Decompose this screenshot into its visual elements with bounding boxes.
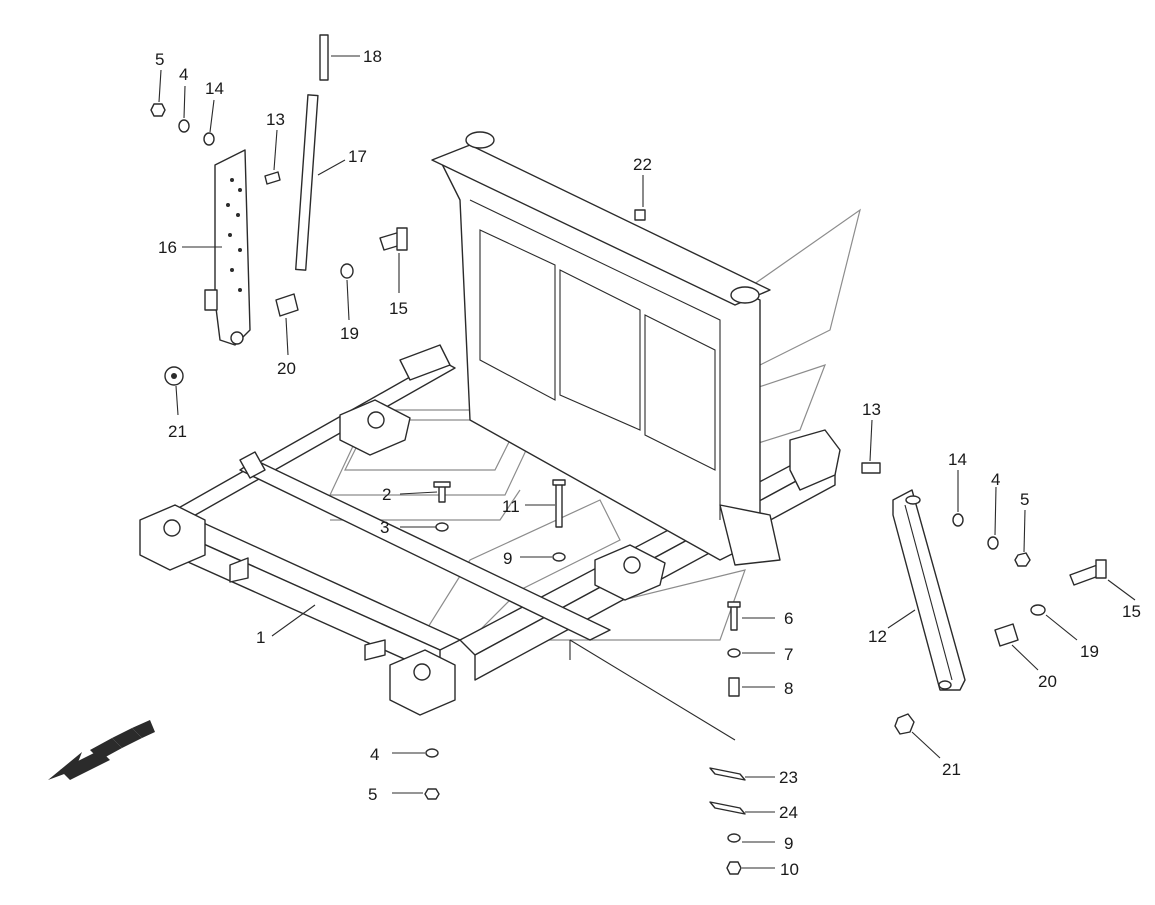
callout-4-left-top: 4: [179, 65, 188, 84]
pivot-pin-upright: [295, 34, 329, 271]
callout-19-right: 19: [1080, 642, 1099, 661]
callout-labels: 1 2 3 4 4 4 5 5 5 6 7 8 9 9 10 11 12 13 …: [155, 47, 1141, 879]
leader-lines: [158, 55, 1136, 869]
callout-4-bottom: 4: [370, 745, 379, 764]
callout-5-bottom: 5: [368, 785, 377, 804]
callout-16: 16: [158, 238, 177, 257]
right-side-plate: [892, 489, 966, 691]
callout-2: 2: [382, 485, 391, 504]
callout-10: 10: [780, 860, 799, 879]
callout-21-left: 21: [168, 422, 187, 441]
callout-15-right: 15: [1122, 602, 1141, 621]
callout-20-left: 20: [277, 359, 296, 378]
callout-20-right: 20: [1038, 672, 1057, 691]
callout-14-left: 14: [205, 79, 224, 98]
callout-1: 1: [256, 628, 265, 647]
callout-9-center: 9: [503, 549, 512, 568]
left-small-parts: [150, 103, 408, 386]
callout-23: 23: [779, 768, 798, 787]
callout-21-right: 21: [942, 760, 961, 779]
callout-22: 22: [633, 155, 652, 174]
callout-5-right: 5: [1020, 490, 1029, 509]
callout-12: 12: [868, 627, 887, 646]
callout-15-left: 15: [389, 299, 408, 318]
callout-9-bottom: 9: [784, 834, 793, 853]
callout-4-right: 4: [991, 470, 1000, 489]
callout-17: 17: [348, 147, 367, 166]
callout-18: 18: [363, 47, 382, 66]
callout-6: 6: [784, 609, 793, 628]
callout-13-left: 13: [266, 110, 285, 129]
right-small-parts: [634, 209, 1107, 735]
forward-direction-arrow-icon: [48, 720, 155, 780]
callout-24: 24: [779, 803, 798, 822]
callout-8: 8: [784, 679, 793, 698]
callout-7: 7: [784, 645, 793, 664]
left-side-plate: [204, 149, 251, 346]
callout-11: 11: [502, 497, 520, 516]
callout-19-left: 19: [340, 324, 359, 343]
callout-14-right: 14: [948, 450, 967, 469]
callout-3: 3: [380, 518, 389, 537]
callout-5-left-top: 5: [155, 50, 164, 69]
main-frame: [139, 131, 841, 716]
callout-13-right: 13: [862, 400, 881, 419]
center-fasteners: [424, 479, 746, 875]
